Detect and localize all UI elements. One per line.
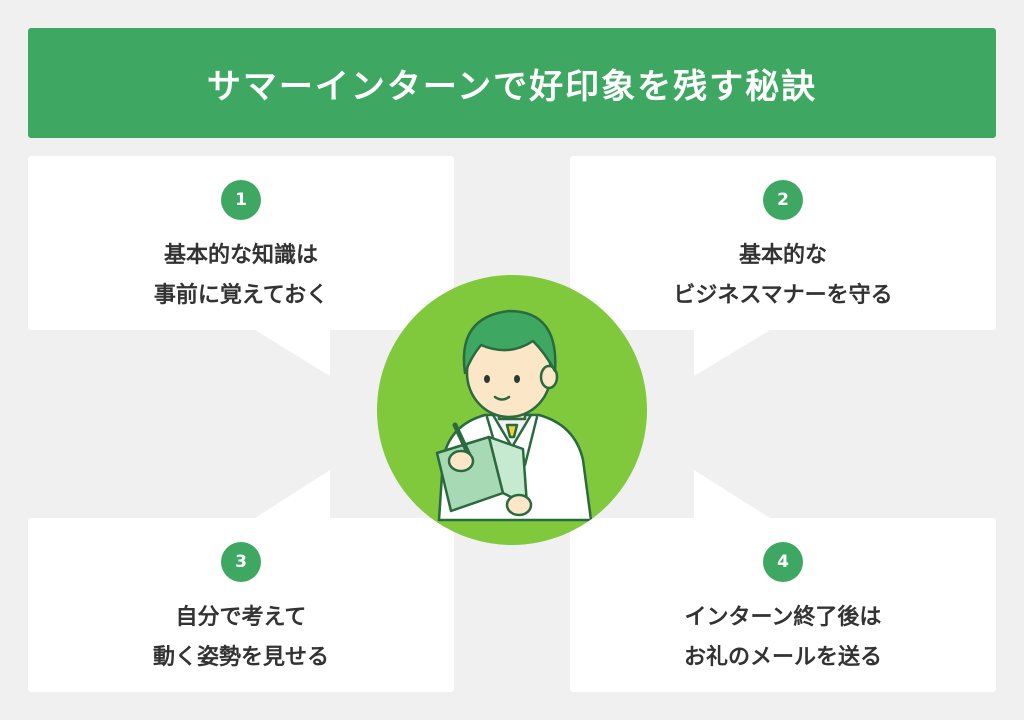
tail-top-left bbox=[255, 330, 330, 376]
eye bbox=[484, 375, 490, 383]
hair bbox=[462, 309, 557, 375]
hand bbox=[505, 493, 533, 517]
tip-card-2: 2 基本的な ビジネスマナーを守る bbox=[570, 156, 996, 330]
tip-number-badge: 4 bbox=[763, 542, 803, 582]
tip-card-1: 1 基本的な知識は 事前に覚えておく bbox=[28, 156, 454, 330]
tip-number-badge: 1 bbox=[221, 180, 261, 220]
tip-number-badge: 2 bbox=[763, 180, 803, 220]
mouth bbox=[493, 395, 511, 401]
tip-text: 自分で考えて 動く姿勢を見せる bbox=[153, 598, 329, 678]
tip-line: インターン終了後は bbox=[684, 605, 882, 630]
tip-text: 基本的な知識は 事前に覚えておく bbox=[154, 236, 328, 316]
tip-line: お礼のメールを送る bbox=[683, 645, 882, 670]
tie bbox=[505, 423, 519, 439]
pen bbox=[452, 422, 472, 458]
tail-top-right bbox=[694, 330, 770, 376]
tip-line: 基本的な知識は bbox=[163, 243, 318, 268]
hand bbox=[447, 449, 475, 473]
student-illustration bbox=[377, 275, 647, 545]
eye bbox=[514, 375, 520, 383]
tip-text: インターン終了後は お礼のメールを送る bbox=[684, 598, 882, 678]
tip-line: 動く姿勢を見せる bbox=[152, 645, 329, 670]
ear bbox=[539, 364, 559, 390]
tip-line: 自分で考えて bbox=[175, 605, 307, 630]
tip-line: 事前に覚えておく bbox=[153, 283, 329, 308]
page-title: サマーインターンで好印象を残す秘訣 bbox=[206, 66, 818, 107]
tip-text: 基本的な ビジネスマナーを守る bbox=[673, 236, 892, 316]
tip-card-3: 3 自分で考えて 動く姿勢を見せる bbox=[28, 518, 454, 692]
tip-line: ビジネスマナーを守る bbox=[673, 283, 893, 308]
tip-card-4: 4 インターン終了後は お礼のメールを送る bbox=[570, 518, 996, 692]
tail-bottom-left bbox=[255, 470, 330, 518]
title-banner: サマーインターンで好印象を残す秘訣 bbox=[28, 28, 996, 138]
tip-line: 基本的な bbox=[738, 243, 827, 268]
tail-bottom-right bbox=[694, 470, 770, 518]
tip-number-badge: 3 bbox=[221, 542, 261, 582]
